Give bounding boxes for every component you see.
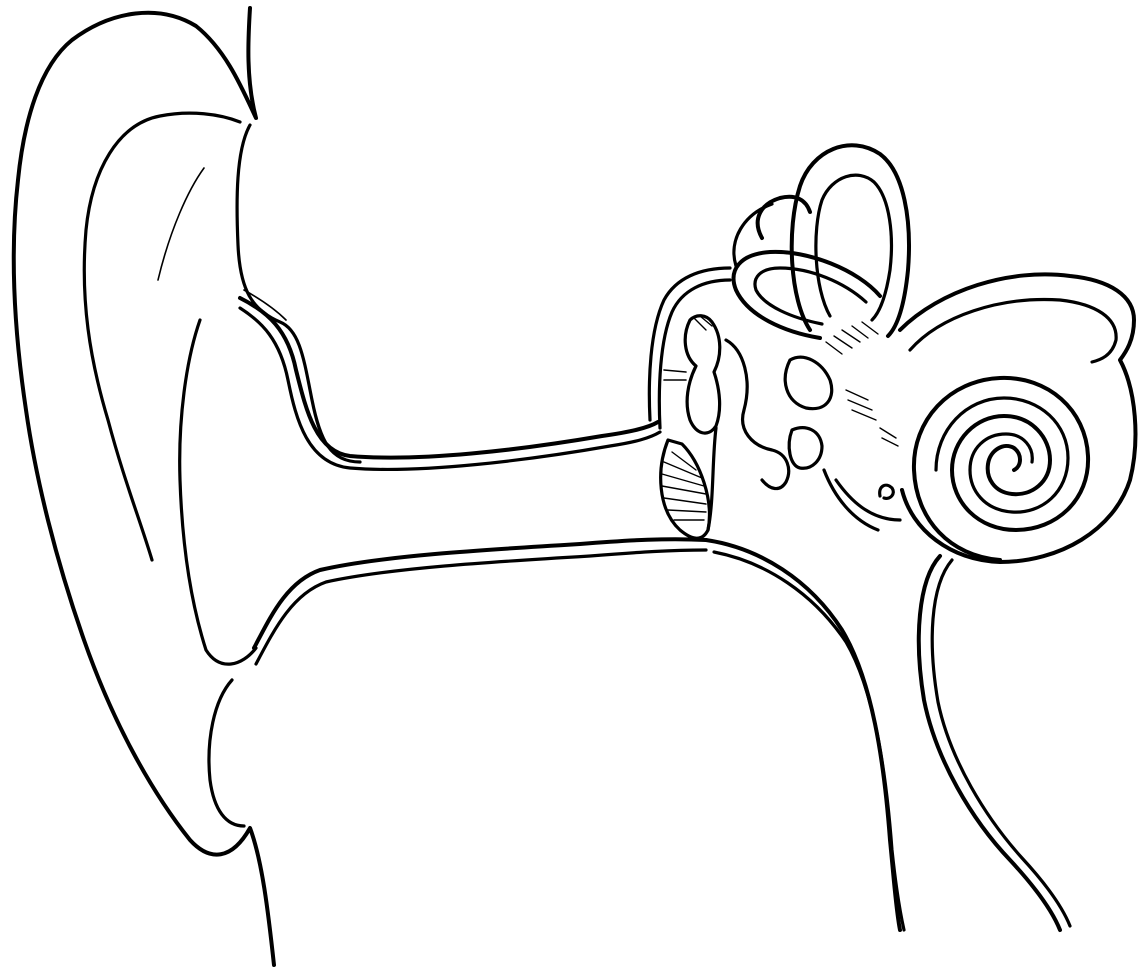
eardrum	[661, 440, 710, 538]
auditory-tube	[706, 540, 1070, 930]
ear-canal	[240, 298, 706, 664]
outer-ear-pinna	[14, 8, 360, 965]
vestibule	[824, 470, 900, 530]
semicircular-canals	[734, 145, 909, 446]
ossicles	[664, 316, 822, 530]
cochlea	[880, 274, 1136, 562]
middle-ear-wall	[649, 268, 730, 428]
